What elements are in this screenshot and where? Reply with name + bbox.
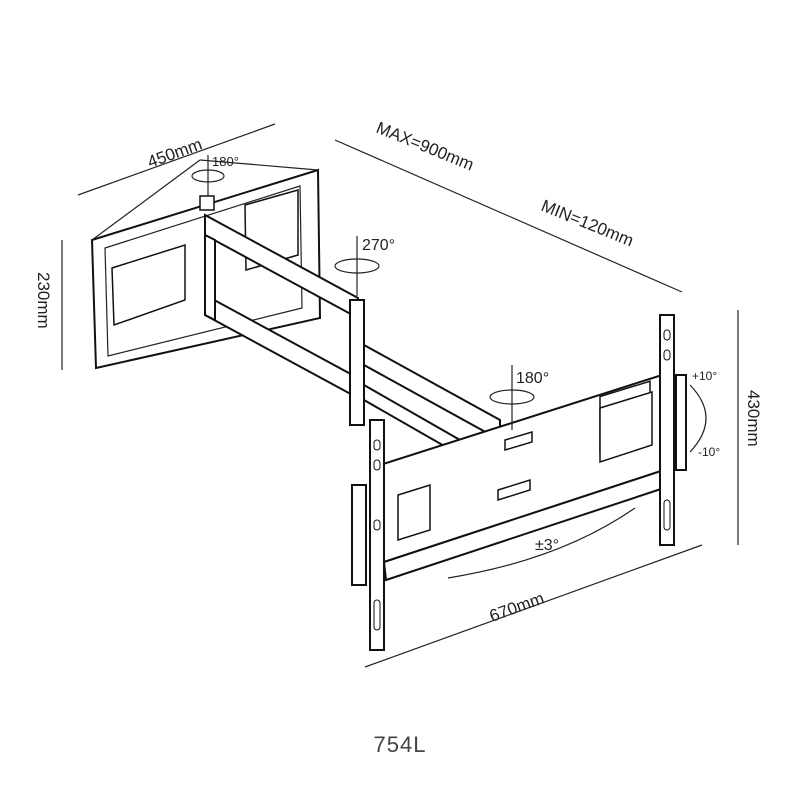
tv-height-label: 430mm [744,390,763,447]
tilt-up-label: +10° [692,369,717,383]
wall-height-label: 230mm [34,272,53,329]
tilt-down-label: -10° [698,445,720,459]
tv-width-label: 670mm [487,589,547,626]
tv-plate [351,314,687,651]
swing-arms [204,213,501,457]
wall-width-label: 450mm [145,135,205,172]
arm-max-label: MAX=900mm [374,118,477,174]
level-adjust-label: ±3° [535,537,559,554]
model-number: 754L [373,732,427,757]
dimension-lines [61,123,739,668]
rotation-indicators [191,155,707,579]
tv-swivel-label: 180° [516,370,549,387]
wall-swivel-label: 180° [212,154,239,169]
arm-swivel-label: 270° [362,237,395,254]
arm-min-label: MIN=120mm [539,196,637,250]
